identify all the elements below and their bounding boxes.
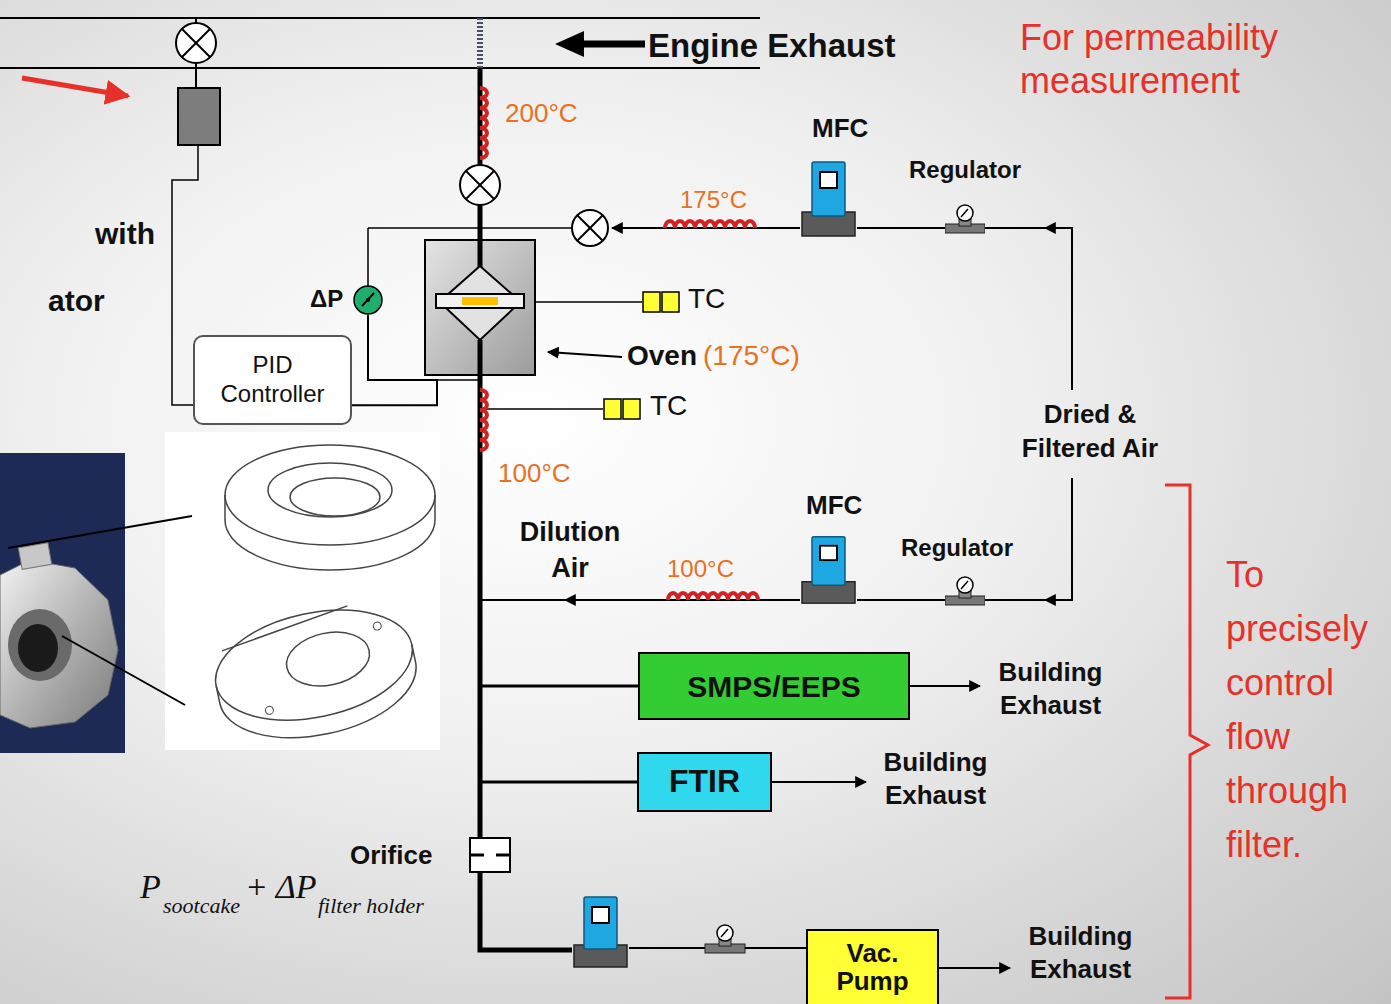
temperature-label: 175°C [680,186,747,214]
temperature-label: 200°C [505,98,578,129]
part-name: Oven [627,340,697,372]
exhaust-label: Building Exhaust [988,656,1113,721]
connector-line [857,599,945,601]
formula-term: + ΔP [245,870,317,904]
exhaust-label: Building Exhaust [873,746,998,811]
pressure-gauge-symbol [352,284,384,316]
formula-term: P [140,870,161,904]
thermocouple-symbol [603,398,641,420]
mass-flow-controller: MFC [800,535,857,605]
part-name: Orifice [350,840,432,871]
connector-line [857,227,945,229]
supply-label: Dilution Air [500,514,640,587]
supply-label: Dried & Filtered Air [1015,398,1165,466]
part-label: ΔP [310,285,343,313]
controller-box: PID Controller [193,335,352,425]
instrument-box: SMPS/EEPS [638,652,910,720]
cut-text: ator [48,284,105,318]
connector-line [352,316,437,405]
thermocouple: TC [603,398,641,420]
part-label: Regulator [909,156,1021,184]
formula-subscript: filter holder [318,895,424,917]
box-label: Vac. Pump [816,940,929,995]
temperature-label: 100°C [498,458,571,489]
pressure-regulator-symbol [945,204,985,236]
box-label: FTIR [669,764,740,799]
box-label: SMPS/EEPS [687,670,860,703]
pressure-regulator: Regulator [945,204,985,236]
temperature-label: 100°C [667,555,734,583]
instrument-box: FTIR [637,752,772,812]
part-label: MFC [806,491,862,521]
part-label: Regulator [901,534,1013,562]
part-label: MFC [812,114,868,144]
mass-flow-controller-symbol [800,160,857,238]
formula-subscript: sootcake [163,895,240,917]
pressure-regulator: Regulator [945,576,985,608]
pressure-regulator-symbol [945,576,985,608]
exhaust-label: Building Exhaust [1018,920,1143,985]
mass-flow-controller: MFC [800,160,857,238]
part-label: TC [688,283,725,315]
thermocouple-symbol [642,291,680,313]
pump-box: Vac. Pump [806,929,939,1004]
pressure-gauge: ΔP [352,284,384,316]
part-label: TC [650,390,687,422]
mass-flow-controller-symbol [800,535,857,605]
callout-note: For permeability measurement [1020,16,1350,102]
temperature-label: (175°C) [703,340,800,372]
callout-note: To precisely control flow through filter… [1226,548,1386,872]
flow-label: Engine Exhaust [648,27,896,65]
thermocouple: TC [642,291,680,313]
box-label: PID Controller [203,351,342,409]
cut-text: with [95,217,155,251]
